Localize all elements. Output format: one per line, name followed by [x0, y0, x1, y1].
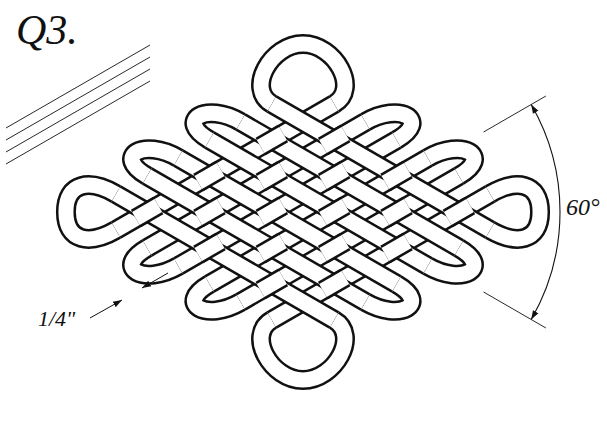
knot-crossing-outline [261, 134, 284, 147]
knot-crossing-fill [323, 134, 346, 147]
extension-line [6, 45, 150, 128]
knot-crossing-outline [385, 242, 408, 255]
knot-loop-outline [261, 320, 345, 380]
endless-knot [66, 44, 540, 380]
knot-crossing-outline [136, 206, 159, 219]
knot-crossing-fill [385, 242, 408, 255]
knot-loop-fill [490, 185, 540, 239]
knot-crossing-fill [198, 242, 221, 255]
extension-line [6, 57, 150, 140]
knot-crossing-outline [261, 278, 284, 291]
knot-loop-fill [261, 320, 345, 380]
knot-band-outline [272, 104, 490, 230]
knot-crossing-fill [261, 278, 284, 291]
knot-crossing-fill [261, 170, 284, 183]
knot-crossing-fill [261, 242, 284, 255]
knot-crossing-outline [448, 206, 471, 219]
knot-crossing-fill [136, 206, 159, 219]
extension-line [6, 69, 150, 152]
knot-crossing-fill [261, 134, 284, 147]
knot-crossing-outline [198, 170, 221, 183]
knot-crossing-outline [261, 242, 284, 255]
angle-arc [531, 105, 560, 320]
dimension-lines [6, 45, 560, 328]
knot-band-fill [272, 104, 490, 230]
knot-crossing-fill [448, 206, 471, 219]
knot-crossing-fill [385, 206, 408, 219]
label-text: 60° [564, 194, 602, 220]
knot-crossing-outline [323, 278, 346, 291]
knot-crossing-outline [198, 242, 221, 255]
knot-crossing-outline [323, 242, 346, 255]
question-number: Q3. [14, 6, 80, 54]
knot-crossing-fill [385, 170, 408, 183]
extension-line [484, 96, 546, 132]
knot-crossing-fill [261, 206, 284, 219]
knot-crossing-fill [323, 170, 346, 183]
knot-crossing-fill [323, 206, 346, 219]
knot-loop-outline [490, 185, 540, 239]
knot-crossing-outline [323, 134, 346, 147]
knot-crossing-fill [323, 278, 346, 291]
knot-loop-fill [261, 44, 345, 104]
knot-crossing-outline [198, 206, 221, 219]
knot-crossing-outline [385, 170, 408, 183]
knot-loop-outline [261, 44, 345, 104]
extension-line [484, 292, 546, 328]
dimension-arrow [142, 273, 168, 288]
knot-crossing-outline [261, 206, 284, 219]
knot-loop-outline [66, 185, 116, 239]
knot-crossing-outline [323, 206, 346, 219]
width-dimension: 1/4" [36, 306, 77, 332]
knot-crossing-outline [323, 170, 346, 183]
knot-crossing-outline [385, 206, 408, 219]
knot-crossing-outline [261, 170, 284, 183]
angle-dimension: 60° [564, 194, 602, 221]
extension-line [6, 81, 150, 164]
knot-crossing-fill [198, 206, 221, 219]
dimension-arrow [90, 300, 122, 318]
knot-crossing-fill [323, 242, 346, 255]
label-text: 1/4" [36, 306, 77, 331]
label-text: Q3. [14, 7, 80, 53]
knot-crossing-fill [198, 170, 221, 183]
knot-loop-fill [66, 185, 116, 239]
